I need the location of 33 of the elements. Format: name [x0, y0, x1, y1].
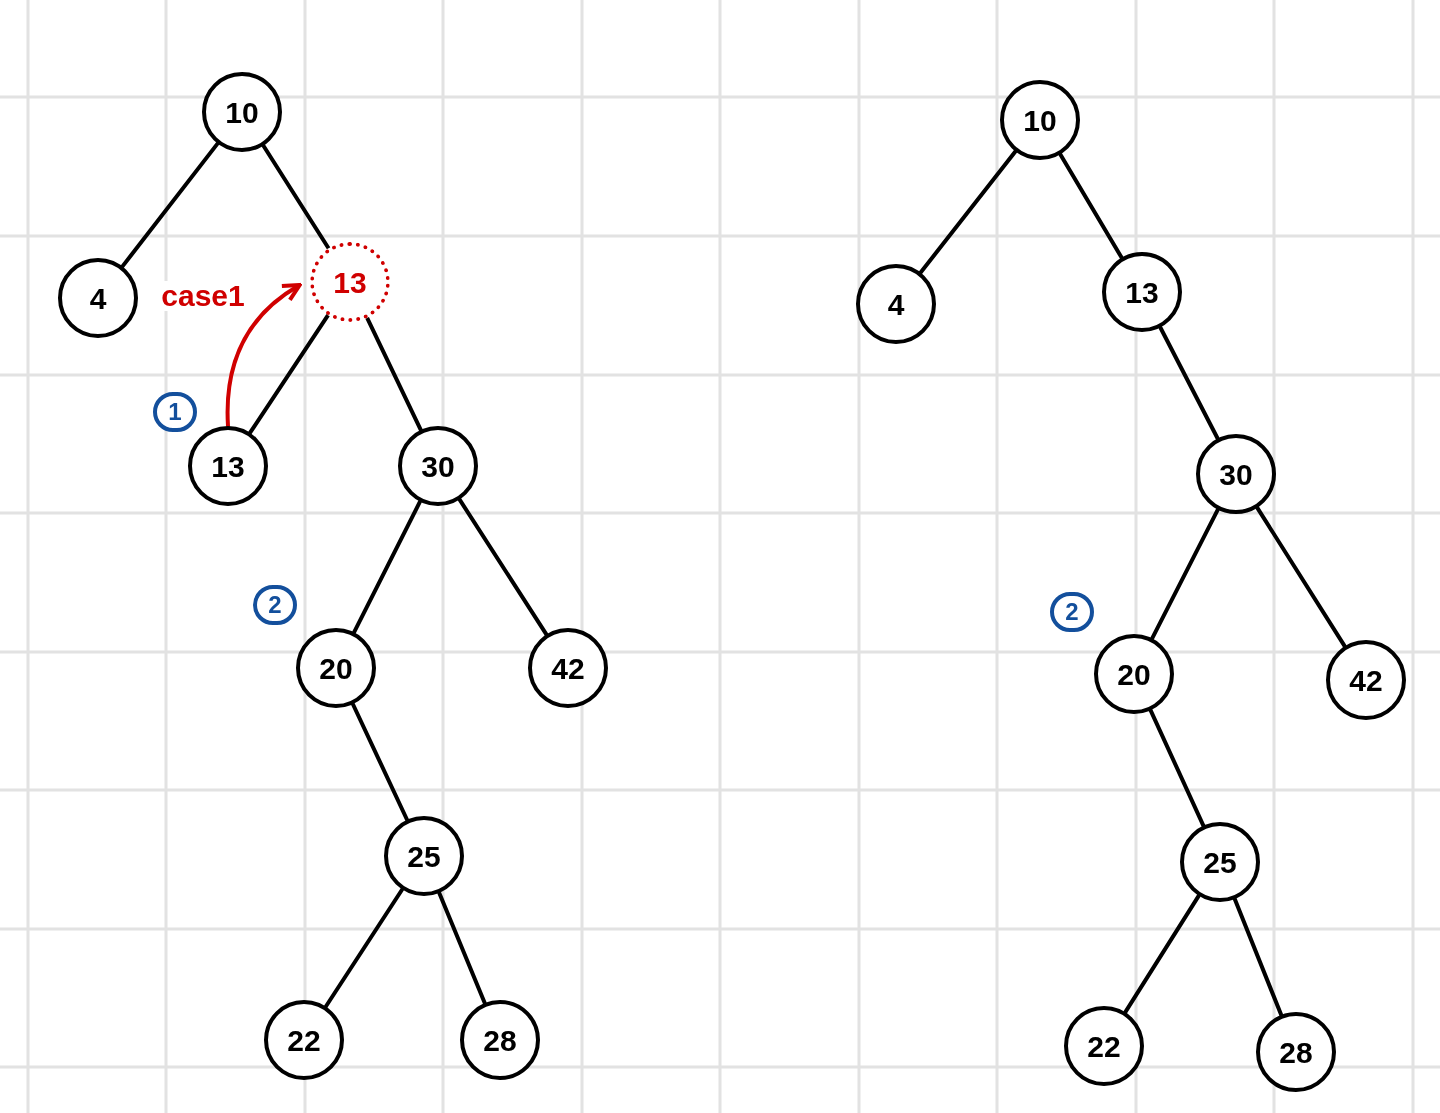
tree-edge [248, 313, 330, 435]
callout-number: 2 [1050, 592, 1094, 632]
arrow [225, 282, 302, 428]
tree-node: 30 [1196, 434, 1276, 514]
highlighted-tree-node: 13 [310, 242, 390, 322]
tree-node: 20 [1094, 634, 1174, 714]
tree-edge [323, 887, 405, 1009]
tree-edge [1123, 893, 1201, 1015]
tree-node: 30 [398, 426, 478, 506]
tree-node: 4 [856, 264, 936, 344]
tree-edge [1255, 505, 1347, 649]
callout-number: 2 [253, 585, 297, 625]
tree-node: 25 [384, 816, 464, 896]
tree-edge [1058, 152, 1124, 260]
tree-edge [261, 143, 331, 251]
tree-node: 22 [264, 1000, 344, 1080]
tree-edge [120, 141, 220, 269]
tree-node: 4 [58, 258, 138, 338]
tree-node: 22 [1064, 1006, 1144, 1086]
tree-node: 13 [188, 426, 268, 506]
tree-node: 25 [1180, 822, 1260, 902]
tree-node: 10 [1000, 80, 1080, 160]
tree-node: 42 [528, 628, 608, 708]
edge-label: case1 [159, 281, 247, 311]
callout-number: 1 [153, 392, 197, 432]
tree-edge [918, 149, 1018, 275]
tree-node: 28 [460, 1000, 540, 1080]
tree-edge [457, 497, 549, 637]
tree-node: 42 [1326, 640, 1406, 720]
tree-node: 28 [1256, 1012, 1336, 1092]
tree-node: 13 [1102, 252, 1182, 332]
tree-node: 10 [202, 72, 282, 152]
tree-node: 20 [296, 628, 376, 708]
